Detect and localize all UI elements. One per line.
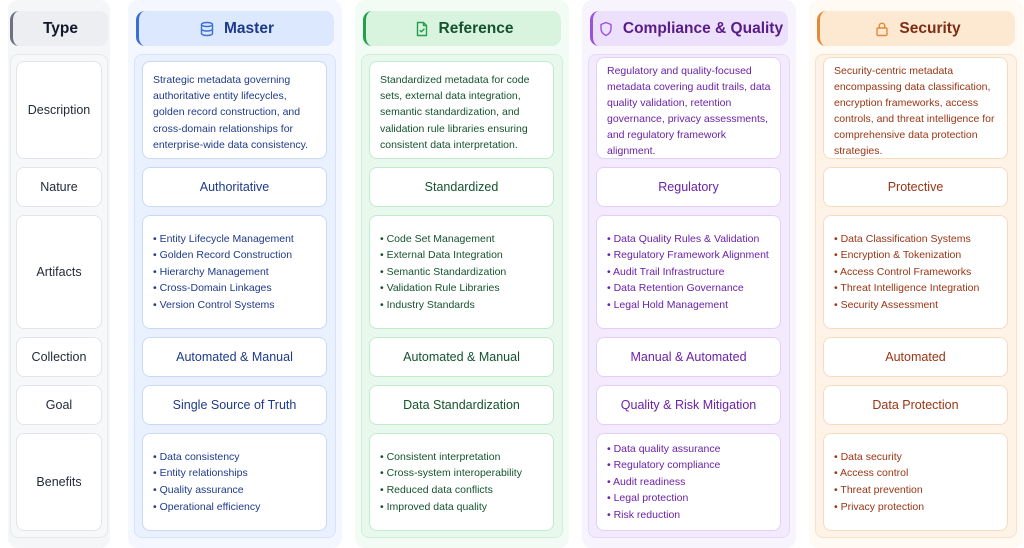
row-label-nature: Nature [16,167,102,207]
list-item: Regulatory compliance [607,457,774,474]
reference-goal: Data Standardization [369,385,554,425]
reference-collection: Automated & Manual [369,337,554,377]
compliance-title: Compliance & Quality [622,19,784,37]
list-item: Security Assessment [834,297,1001,314]
row-label-collection: Collection [16,337,102,377]
list-item: Threat prevention [834,482,1001,499]
list-item: Consistent interpretation [380,449,547,466]
list-item: Regulatory Framework Alignment [607,247,774,264]
list-item: Encryption & Tokenization [834,247,1001,264]
list-item: Code Set Management [380,231,547,248]
list-item: Risk reduction [607,507,774,524]
list-item: Validation Rule Libraries [380,280,547,297]
list-item: Semantic Standardization [380,264,547,281]
file-check-icon [414,21,430,37]
list-item: Data security [834,449,1001,466]
list-item: Access control [834,465,1001,482]
list-item: Industry Standards [380,297,547,314]
list-item: Data consistency [153,449,320,466]
master-goal: Single Source of Truth [142,385,327,425]
security-collection: Automated [823,337,1008,377]
type-header-label: Type [42,19,79,37]
row-label-benefits: Benefits [16,433,102,531]
list-item: Data Retention Governance [607,280,774,297]
compliance-benefits: Data quality assurance Regulatory compli… [596,433,781,531]
security-title: Security [899,19,961,37]
list-item: Cross-Domain Linkages [153,280,320,297]
list-item: Data Quality Rules & Validation [607,231,774,248]
reference-title: Reference [438,19,514,37]
list-item: Data quality assurance [607,441,774,458]
list-item: Legal Hold Management [607,297,774,314]
shield-icon [598,21,614,37]
list-item: Entity relationships [153,465,320,482]
list-item: Improved data quality [380,499,547,516]
type-header: Type [10,11,108,46]
list-item: Audit readiness [607,474,774,491]
master-description: Strategic metadata governing authoritati… [142,61,327,159]
security-column: Security Security-centric metadata encom… [809,0,1023,548]
compliance-nature: Regulatory [596,167,781,207]
master-collection: Automated & Manual [142,337,327,377]
compliance-description: Regulatory and quality-focused metadata … [596,57,781,159]
list-item: Quality assurance [153,482,320,499]
reference-nature: Standardized [369,167,554,207]
master-nature: Authoritative [142,167,327,207]
lock-icon [874,21,890,37]
list-item: Reduced data conflicts [380,482,547,499]
list-item: Operational efficiency [153,499,320,516]
security-benefits: Data security Access control Threat prev… [823,433,1008,531]
list-item: Legal protection [607,490,774,507]
list-item: Cross-system interoperability [380,465,547,482]
list-item: Threat Intelligence Integration [834,280,1001,297]
database-icon [199,21,215,37]
list-item: Access Control Frameworks [834,264,1001,281]
row-label-goal: Goal [16,385,102,425]
row-label-description: Description [16,61,102,159]
security-description: Security-centric metadata encompassing d… [823,57,1008,159]
list-item: Golden Record Construction [153,247,320,264]
master-benefits: Data consistency Entity relationships Qu… [142,433,327,531]
security-header: Security [817,11,1015,46]
list-item: Audit Trail Infrastructure [607,264,774,281]
list-item: Entity Lifecycle Management [153,231,320,248]
reference-description: Standardized metadata for code sets, ext… [369,61,554,159]
security-nature: Protective [823,167,1008,207]
list-item: Privacy protection [834,499,1001,516]
reference-benefits: Consistent interpretation Cross-system i… [369,433,554,531]
reference-column: Reference Standardized metadata for code… [355,0,569,548]
list-item: Hierarchy Management [153,264,320,281]
reference-artifacts: Code Set Management External Data Integr… [369,215,554,329]
compliance-header: Compliance & Quality [590,11,788,46]
master-header: Master [136,11,334,46]
master-title: Master [224,19,274,37]
compliance-collection: Manual & Automated [596,337,781,377]
security-goal: Data Protection [823,385,1008,425]
type-column: Type Description Nature Artifacts Collec… [8,0,110,548]
master-column: Master Strategic metadata governing auth… [128,0,342,548]
compliance-goal: Quality & Risk Mitigation [596,385,781,425]
reference-header: Reference [363,11,561,46]
list-item: Data Classification Systems [834,231,1001,248]
list-item: External Data Integration [380,247,547,264]
master-artifacts: Entity Lifecycle Management Golden Recor… [142,215,327,329]
row-label-artifacts: Artifacts [16,215,102,329]
compliance-artifacts: Data Quality Rules & Validation Regulato… [596,215,781,329]
list-item: Version Control Systems [153,297,320,314]
security-artifacts: Data Classification Systems Encryption &… [823,215,1008,329]
compliance-column: Compliance & Quality Regulatory and qual… [582,0,796,548]
